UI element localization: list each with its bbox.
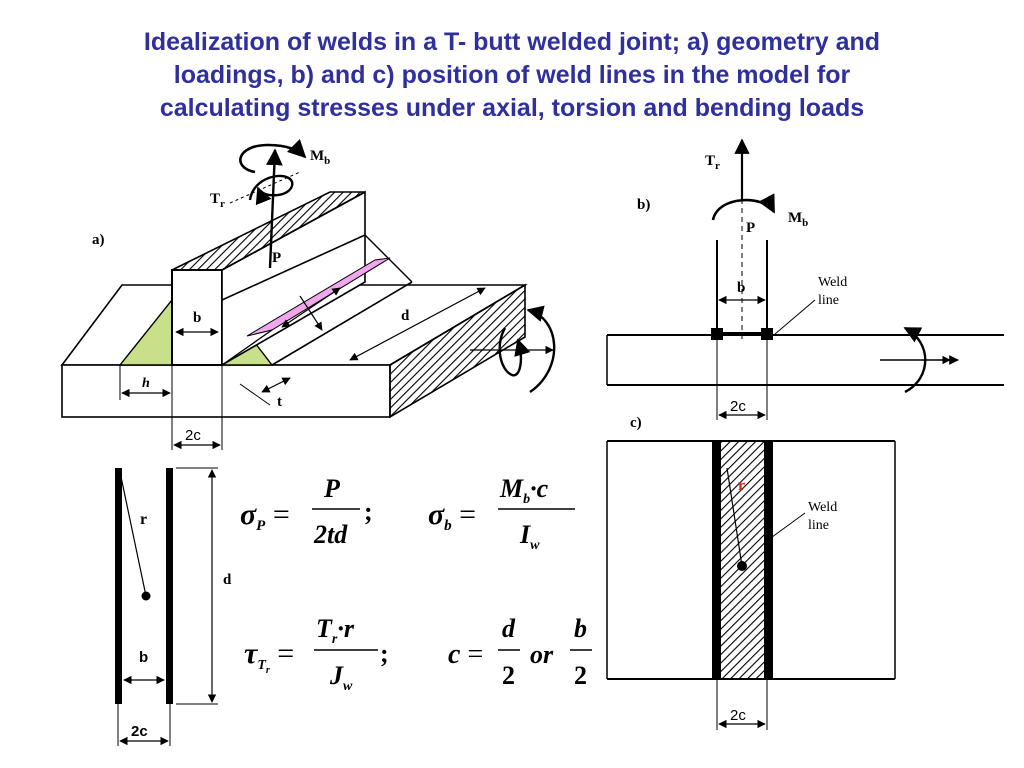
width-b-label-sketch: b	[139, 649, 148, 666]
panel-b-label: b)	[637, 197, 650, 213]
tau-denominator: Jw	[329, 661, 353, 694]
weld-toe-line	[221, 234, 366, 301]
span-2c-label-a: 2c	[185, 427, 201, 444]
web-top-section	[171, 191, 366, 271]
torsion-arrow	[248, 174, 294, 206]
svg-text:;: ;	[364, 497, 373, 526]
tau-formula: τTr =	[244, 637, 294, 676]
moment-m-label: M	[310, 148, 324, 164]
weld-line-label-c-2: line	[808, 518, 829, 533]
c-formula-or: or	[530, 640, 554, 669]
panel-a-label: a)	[92, 232, 105, 248]
svg-text:Mb: Mb	[310, 148, 330, 167]
title-line-2: loadings, b) and c) position of weld lin…	[173, 61, 851, 89]
torque-t-label: T	[210, 191, 220, 207]
tau-numerator: Tr·r	[316, 614, 355, 647]
sigma-b-numerator: Mb·c	[499, 474, 549, 507]
radius-r-label-c: r	[738, 477, 745, 494]
sigma-b-formula: σb =	[428, 498, 476, 534]
radius-r-label-sketch: r	[140, 511, 147, 528]
weld-line-sketch: r b d 2c	[115, 467, 232, 746]
svg-text:Tr: Tr	[210, 191, 225, 210]
length-d-label-sketch: d	[223, 572, 232, 588]
c-formula-num2: b	[574, 614, 587, 643]
weld-line-label-c-1: Weld	[808, 500, 837, 515]
length-d-dimension	[349, 287, 486, 361]
panel-c-label: c)	[630, 415, 642, 431]
throat-t-label: t	[277, 394, 282, 410]
span-2c-label-sketch: 2c	[131, 723, 148, 740]
leg-h-label: h	[142, 376, 150, 391]
weld-line-c-left	[712, 441, 721, 679]
panel-a: a) d b h	[60, 138, 556, 450]
weld-line-label-b-2: line	[818, 293, 839, 308]
span-2c-label-c: 2c	[730, 707, 746, 724]
c-formula-lhs: c =	[448, 639, 483, 670]
torque-t-label-b: T	[705, 153, 715, 169]
c-formula-den1: 2	[502, 661, 515, 690]
bending-moment-arrow-b	[711, 193, 776, 221]
base-plate-front	[61, 364, 391, 418]
sigma-p-denominator: 2td	[313, 520, 348, 549]
web-width-b-label: b	[193, 310, 201, 326]
c-formula-num1: d	[502, 614, 516, 643]
span-2c-label-b: 2c	[730, 398, 746, 415]
panel-b: b) b P Tr Mb Weld line	[606, 138, 1004, 420]
sigma-p-formula: σP =	[240, 498, 290, 534]
bending-moment-arrow	[239, 138, 307, 174]
load-p-label-b: P	[746, 220, 755, 236]
slide-title: Idealization of welds in a T- butt welde…	[20, 26, 1004, 125]
svg-text:Mb: Mb	[788, 210, 808, 229]
svg-text:Tr: Tr	[705, 153, 720, 172]
formulas: σP = P 2td ; σb = Mb·c Iw τTr = Tr·r Jw …	[240, 474, 592, 694]
weld-line-label-b-1: Weld	[818, 275, 847, 290]
c-formula-den2: 2	[574, 661, 587, 690]
weld-line-c-right	[764, 441, 773, 679]
moment-m-label-b: M	[788, 210, 802, 226]
load-p-label: P	[272, 250, 281, 266]
width-b-label-b: b	[737, 280, 745, 296]
axial-load-arrow	[265, 148, 283, 269]
sigma-p-numerator: P	[323, 474, 341, 503]
svg-text:;: ;	[380, 639, 389, 668]
sigma-b-denominator: Iw	[519, 520, 540, 553]
title-line-1: Idealization of welds in a T- butt welde…	[143, 28, 881, 56]
title-line-3: calculating stresses under axial, torsio…	[159, 94, 865, 122]
web-plan-section	[717, 441, 767, 679]
panel-c: c) r Weld line 2c	[606, 415, 896, 730]
length-d-label: d	[401, 308, 410, 324]
